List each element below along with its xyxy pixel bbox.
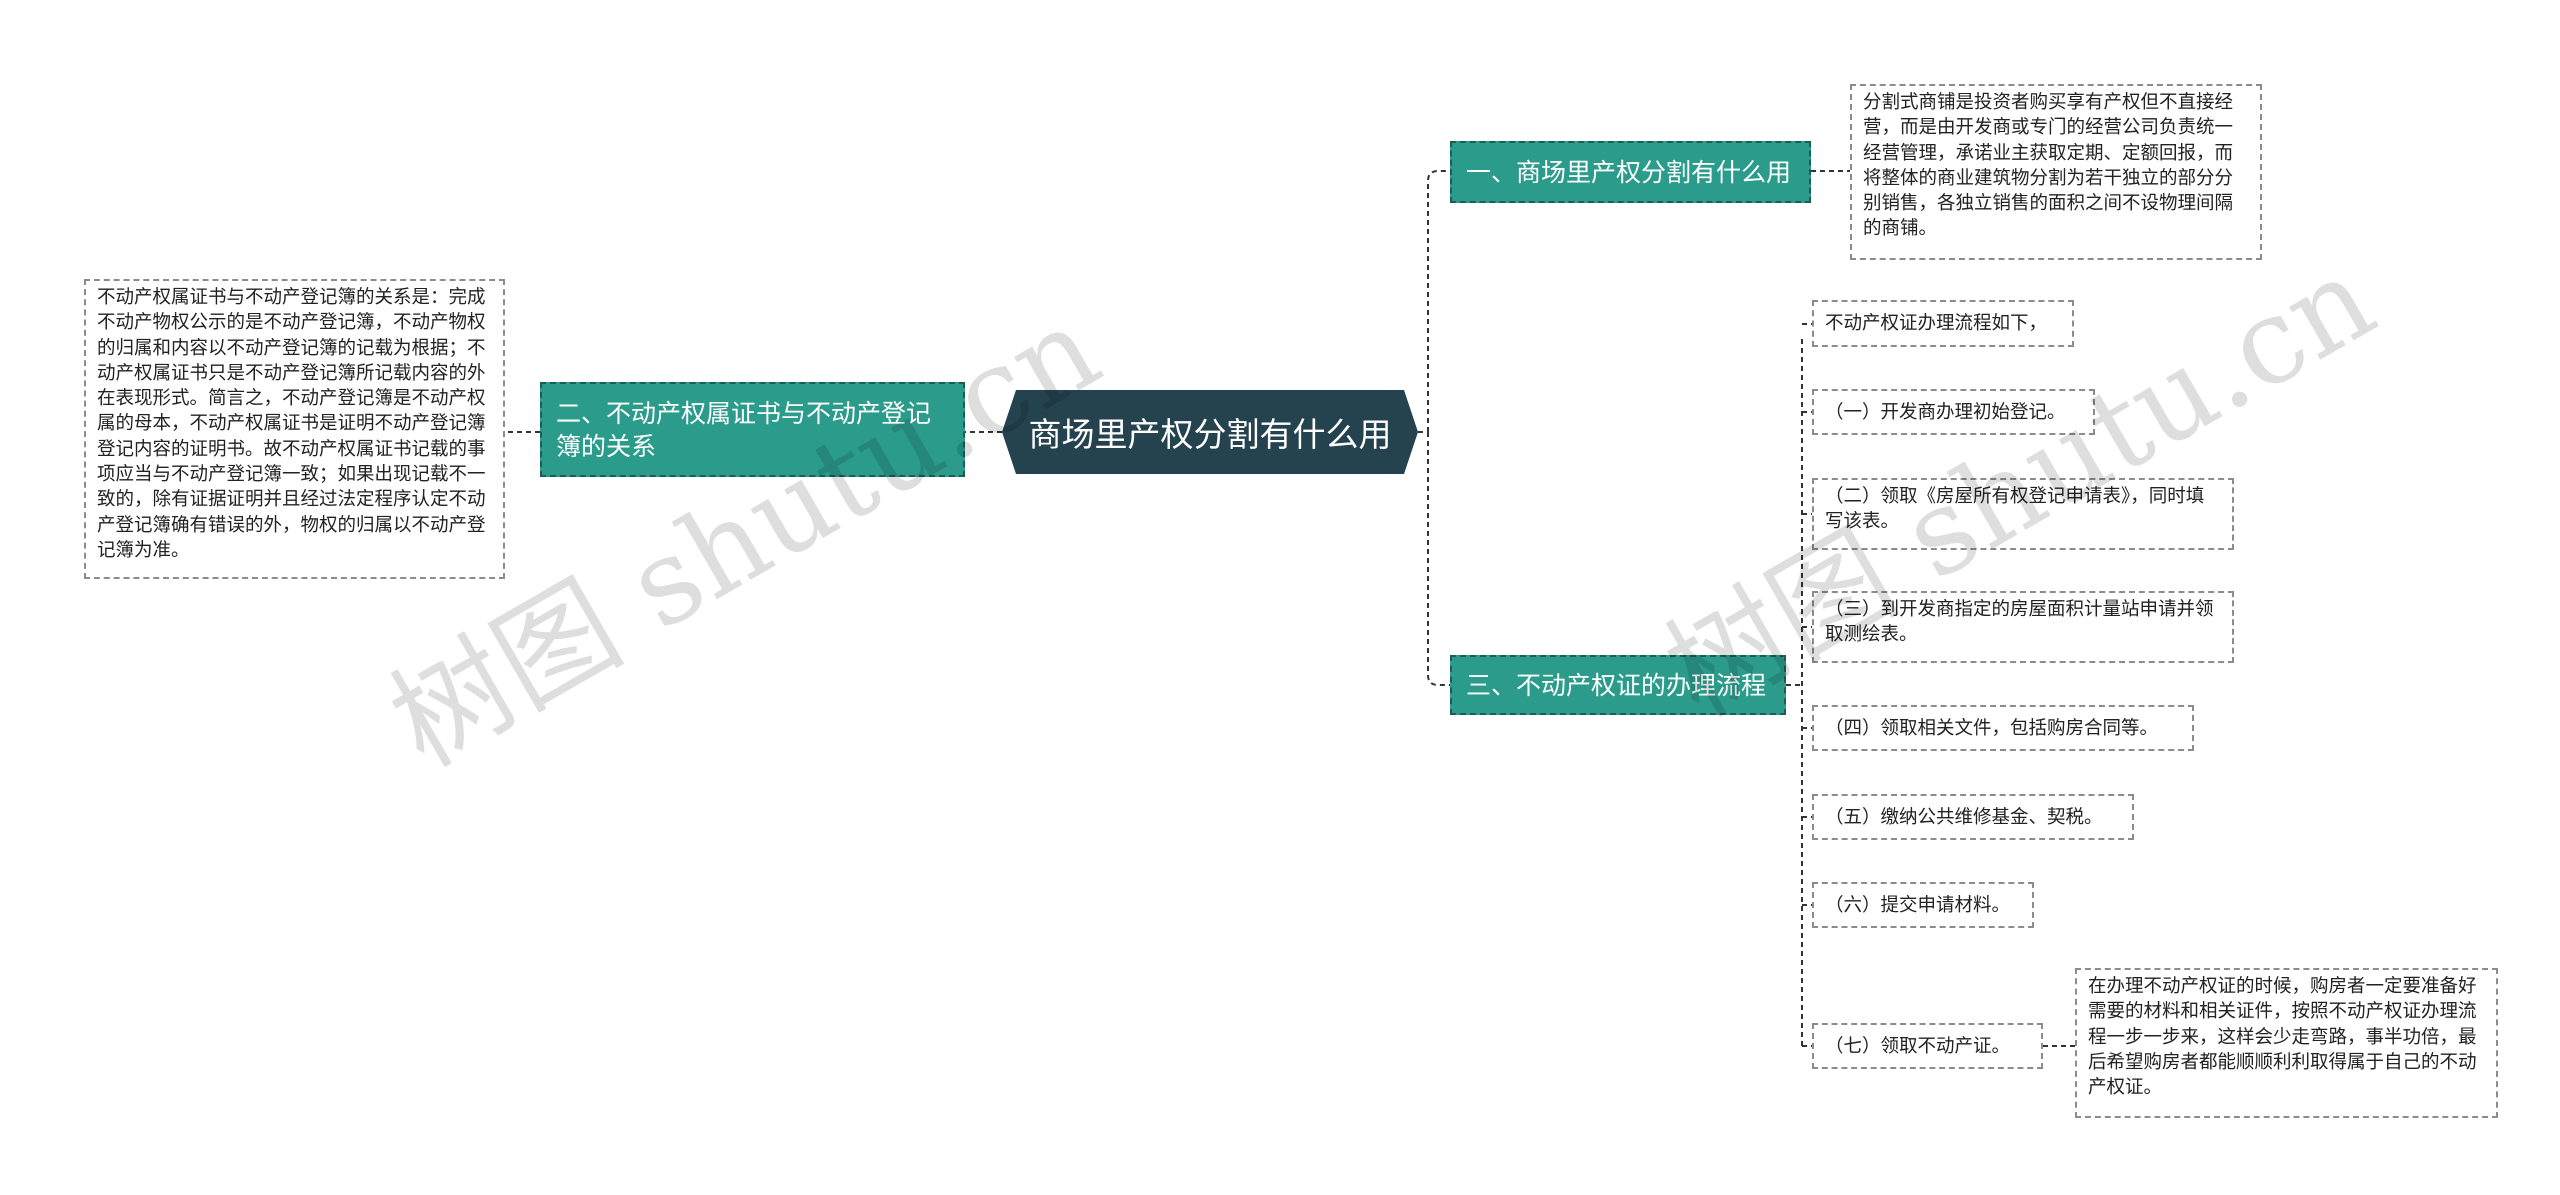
step-3-text: （三）到开发商指定的房屋面积计量站申请并领取测绘表。 (1825, 599, 2214, 646)
branch-1-detail[interactable]: 分割式商铺是投资者购买享有产权但不直接经营，而是由开发商或专门的经营公司负责统一… (1850, 84, 2262, 260)
branch-1-detail-text: 分割式商铺是投资者购买享有产权但不直接经营，而是由开发商或专门的经营公司负责统一… (1863, 92, 2234, 240)
final-note[interactable]: 在办理不动产权证的时候，购房者一定要准备好需要的材料和相关证件，按照不动产权证办… (2075, 968, 2498, 1118)
branch-1-label: 一、商场里产权分割有什么用 (1466, 157, 1792, 187)
step-7[interactable]: （七）领取不动产证。 (1812, 1023, 2043, 1069)
step-3[interactable]: （三）到开发商指定的房屋面积计量站申请并领取测绘表。 (1812, 591, 2234, 663)
step-4[interactable]: （四）领取相关文件，包括购房合同等。 (1812, 705, 2194, 751)
step-2-text: （二）领取《房屋所有权登记申请表》，同时填写该表。 (1825, 486, 2205, 533)
step-4-text: （四）领取相关文件，包括购房合同等。 (1825, 717, 2159, 739)
step-intro-text: 不动产权证办理流程如下， (1825, 313, 2048, 334)
step-intro[interactable]: 不动产权证办理流程如下， (1812, 300, 2074, 347)
step-1-text: （一）开发商办理初始登记。 (1825, 401, 2066, 423)
branch-2-node[interactable]: 二、不动产权属证书与不动产登记簿的关系 (540, 382, 965, 477)
step-6-text: （六）提交申请材料。 (1825, 894, 2011, 916)
branch-2-detail[interactable]: 不动产权属证书与不动产登记簿的关系是：完成不动产物权公示的是不动产登记簿，不动产… (84, 279, 505, 579)
root-label: 商场里产权分割有什么用 (1028, 415, 1392, 454)
branch-2-detail-text: 不动产权属证书与不动产登记簿的关系是：完成不动产物权公示的是不动产登记簿，不动产… (97, 287, 486, 561)
step-6[interactable]: （六）提交申请材料。 (1812, 882, 2034, 928)
branch-1-node[interactable]: 一、商场里产权分割有什么用 (1450, 141, 1811, 203)
final-note-text: 在办理不动产权证的时候，购房者一定要准备好需要的材料和相关证件，按照不动产权证办… (2088, 976, 2477, 1099)
step-1[interactable]: （一）开发商办理初始登记。 (1812, 389, 2095, 435)
branch-2-label: 二、不动产权属证书与不动产登记簿的关系 (556, 398, 932, 461)
step-7-text: （七）领取不动产证。 (1825, 1035, 2011, 1057)
branch-3-label: 三、不动产权证的办理流程 (1466, 670, 1767, 700)
step-2[interactable]: （二）领取《房屋所有权登记申请表》，同时填写该表。 (1812, 478, 2234, 550)
step-5-text: （五）缴纳公共维修基金、契税。 (1825, 806, 2103, 828)
branch-3-node[interactable]: 三、不动产权证的办理流程 (1450, 655, 1786, 715)
root-node[interactable]: 商场里产权分割有什么用 (1002, 390, 1418, 474)
step-5[interactable]: （五）缴纳公共维修基金、契税。 (1812, 794, 2134, 840)
